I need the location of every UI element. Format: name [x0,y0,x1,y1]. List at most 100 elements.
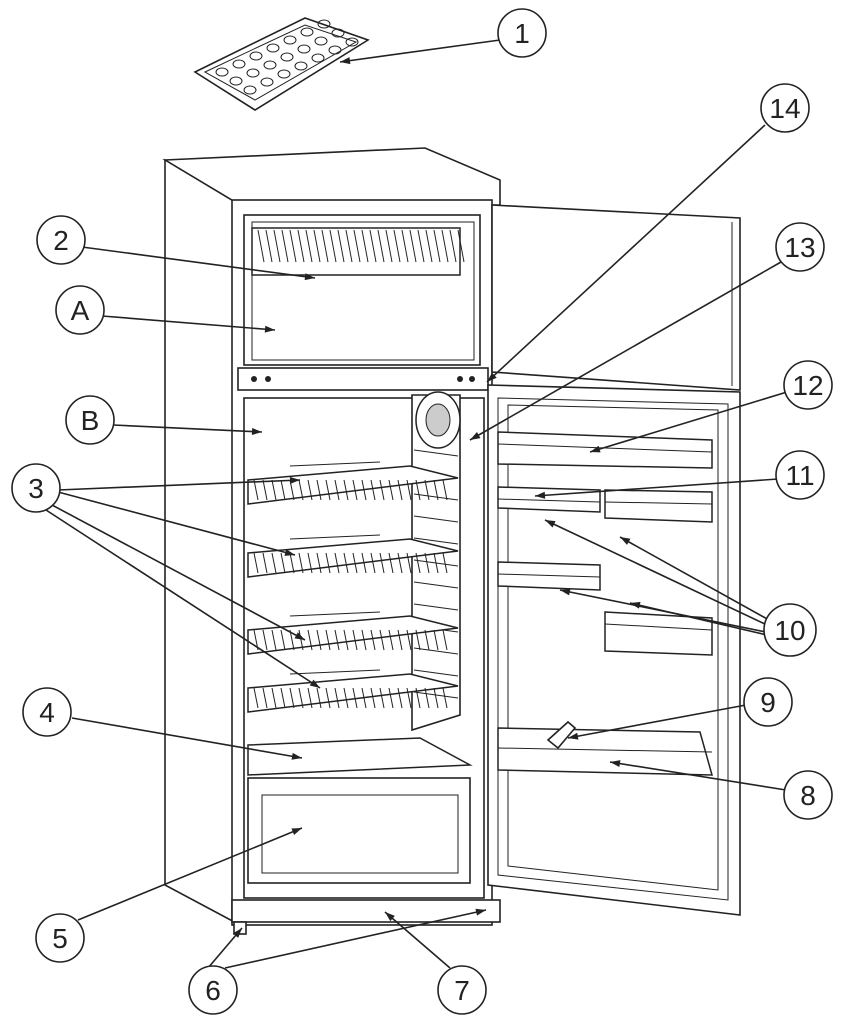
door-shelf [497,561,601,591]
callout-circle [55,285,105,335]
callout-10: 10 [763,603,817,657]
ice-cell [215,67,229,77]
ice-cell [317,19,331,29]
callout-label: A [71,295,90,326]
leader-arrowhead [340,57,351,65]
callout-12: 12 [783,360,833,410]
leader-line [544,519,768,626]
callout-13: 13 [775,222,825,272]
callout-label: 1 [514,18,530,49]
fridge-wire-shelf [247,534,459,578]
bottle-shelf [497,727,713,776]
wire [305,229,313,263]
wire [409,229,417,263]
leader-line [51,504,306,641]
leader-line [81,246,316,279]
shelf-rail [413,581,459,589]
callout-label: 8 [800,780,816,811]
callout-label: 7 [454,975,470,1006]
callout-label: 11 [785,460,814,491]
fridge-wire-shelf [247,611,459,655]
wire [385,229,393,263]
leader-line [112,424,263,433]
callout-label: 6 [205,975,221,1006]
callout-circle [11,463,61,513]
leader-line [57,491,296,556]
wire [289,229,297,263]
callout-3: 3 [11,463,61,513]
ice-cell [280,52,294,62]
wire [257,229,265,263]
leader-line [589,391,788,453]
callout-label: 2 [53,225,69,256]
wire [281,229,289,263]
leader-line [486,124,766,383]
bottle-retainer [546,720,577,750]
callout-circle [775,450,825,500]
callout-b: B [65,395,115,445]
leader-line [619,536,770,621]
shelf-rail [413,647,459,655]
callout-5: 5 [35,913,85,963]
leader-line [534,478,779,497]
leader-arrowhead [487,372,497,382]
leader-line [629,602,768,636]
callout-1: 1 [497,8,547,58]
callout-circle [497,8,547,58]
callout-6: 6 [188,965,238,1015]
ice-cell [311,53,325,63]
ice-cell [294,61,308,71]
door-shelf [604,489,713,523]
callout-label: B [81,405,100,436]
callout-label: 5 [52,923,68,954]
callout-label: 4 [39,697,55,728]
wire [345,229,353,263]
shelf-rail [413,493,459,501]
leader-arrowhead [291,828,302,836]
wire [329,229,337,263]
leader-arrowhead [470,431,481,440]
wire [353,229,361,263]
leader-arrowhead [232,928,242,938]
callout-circle [783,770,833,820]
ice-cell [300,27,314,37]
leader-arrowhead [294,632,305,640]
callout-circle [35,913,85,963]
thermostat-housing [415,391,461,449]
leader-line [339,39,501,63]
wire [401,229,409,263]
leader-arrowhead [568,732,579,740]
callout-2: 2 [36,215,86,265]
shelf-rail [413,669,459,677]
leader-line [45,509,321,689]
wire [369,229,377,263]
callout-a: A [55,285,105,335]
leader-line [609,761,787,791]
callout-9: 9 [743,677,793,727]
leader-arrowhead [284,549,295,556]
wire [273,229,281,263]
leader-line [71,717,303,759]
shelf-rail [413,537,459,545]
wire [417,229,425,263]
wire [393,229,401,263]
door-shelf [604,611,713,656]
wire [457,229,465,263]
ice-cell [277,69,291,79]
leader-arrowhead [309,679,320,688]
callout-circle [36,215,86,265]
leader-arrowhead [560,588,571,596]
ice-cell [246,68,260,78]
wire [313,229,321,263]
ice-cell [232,59,246,69]
leader-arrowhead [291,752,302,760]
callout-label: 9 [760,687,776,718]
callout-circle [22,687,72,737]
callout-14: 14 [760,83,810,133]
leader-arrowhead [610,760,621,768]
fridge-wire-shelf [247,461,459,505]
wire [441,229,449,263]
door-shelf [497,486,601,513]
wire [321,229,329,263]
